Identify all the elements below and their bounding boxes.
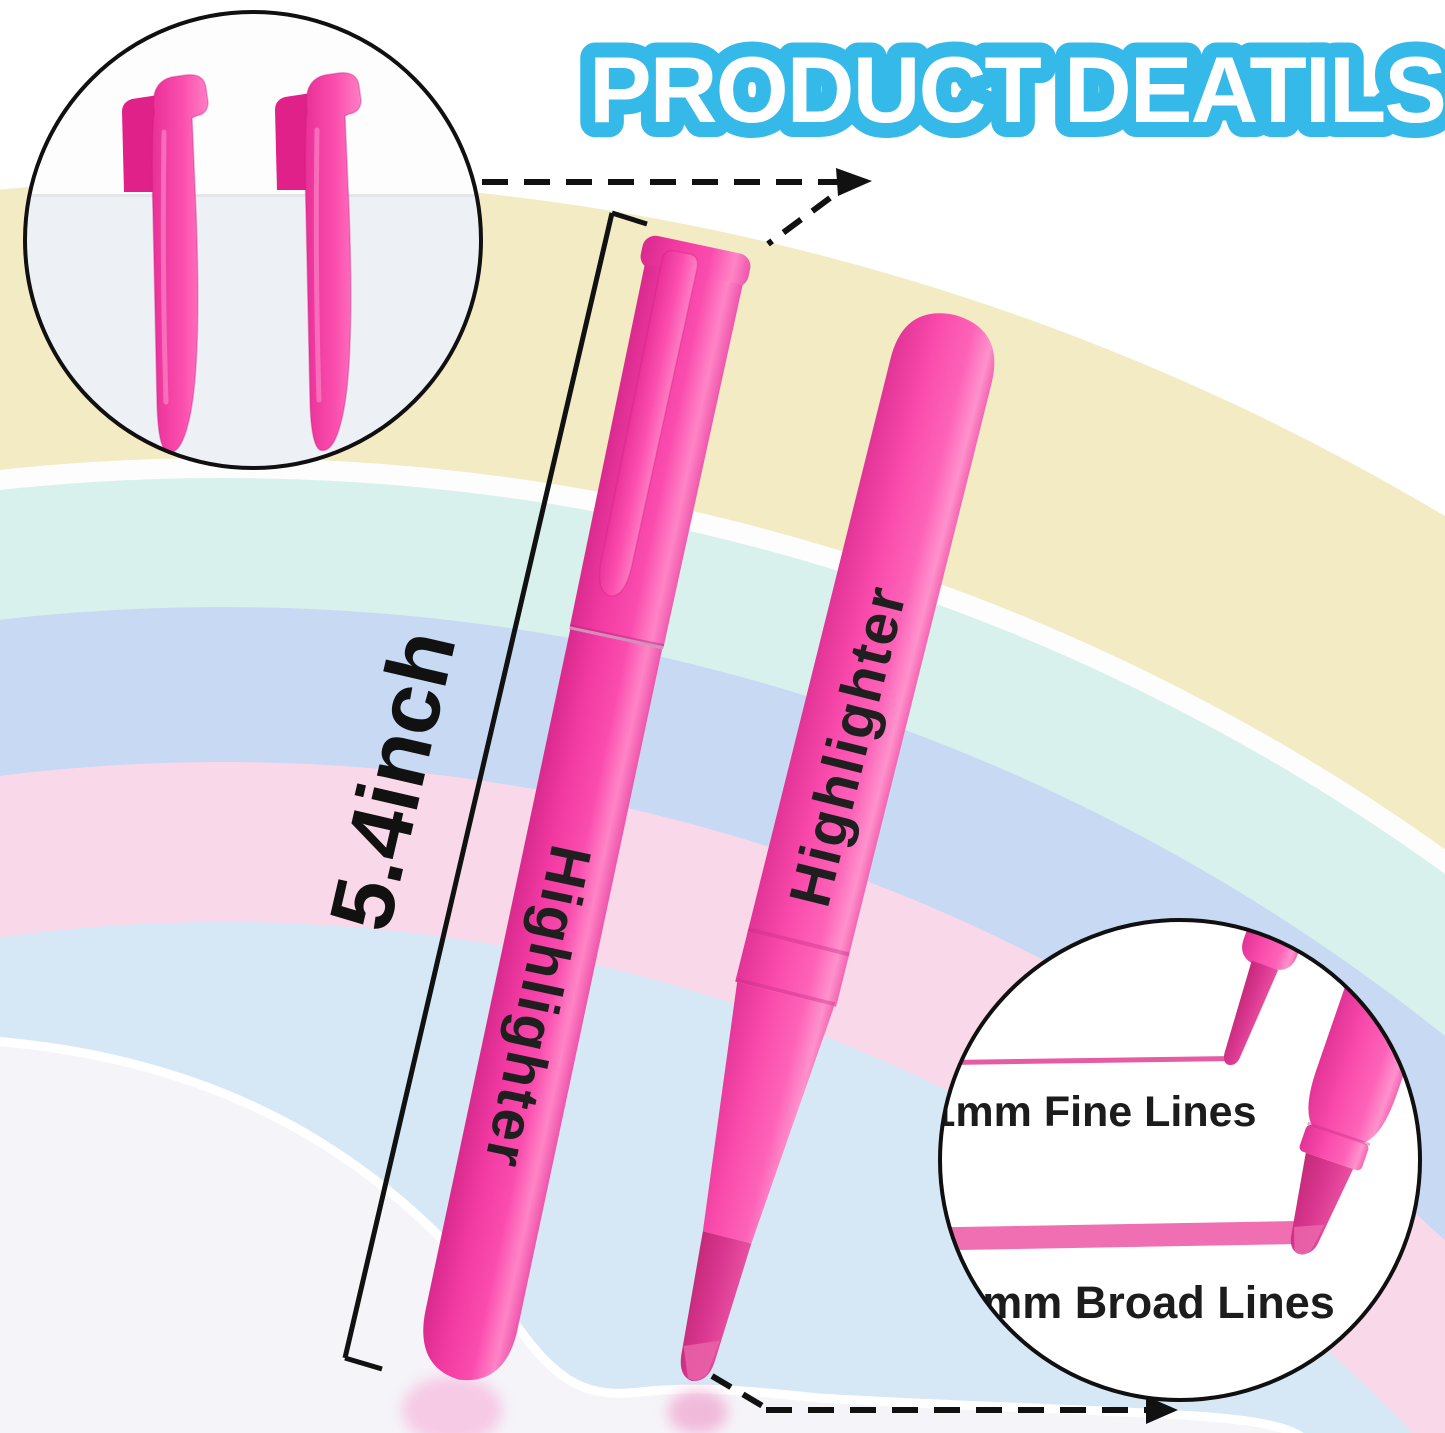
callout-bottom-diagonal xyxy=(710,1373,768,1411)
broad-pen-tip-face xyxy=(1294,1224,1325,1255)
arrowhead-icon xyxy=(1146,1396,1178,1424)
pen2-chisel-tip xyxy=(680,1231,752,1382)
fine-pen-chisel xyxy=(1223,960,1279,1065)
dimension-tick-top xyxy=(611,210,648,227)
pen1-seam xyxy=(569,624,665,650)
fine-line-label: 1mm Fine Lines xyxy=(932,1088,1257,1136)
tips-circle-bg xyxy=(940,920,1420,1400)
reflection-pen2 xyxy=(668,1390,728,1433)
pen2-collar-seam-top xyxy=(747,927,850,957)
pen1-body xyxy=(423,629,663,1381)
broad-pen-collar xyxy=(1299,1125,1369,1171)
foreground-lavender xyxy=(0,1037,1304,1433)
callout-dashed-line-bottom xyxy=(710,1373,1178,1424)
pen1-cap-clip xyxy=(598,249,699,597)
dimension-line xyxy=(342,210,648,1372)
broad-pen-seam xyxy=(1307,1121,1371,1147)
pen2-collar-seam-bottom xyxy=(737,978,836,1007)
callout-top-diagonal xyxy=(766,195,832,247)
reflection-pen1 xyxy=(402,1376,502,1433)
page-title: PRODUCT DEATILS xyxy=(589,37,1445,142)
pen2-barrel xyxy=(747,313,995,957)
dimension-tick-bottom xyxy=(344,1355,383,1372)
pen2-tip-face xyxy=(683,1340,720,1381)
pen-reflections xyxy=(402,1376,728,1433)
tips-circle-border xyxy=(938,918,1422,1402)
broad-line-swatch xyxy=(946,1220,1312,1251)
pen2-cone xyxy=(702,982,835,1244)
fine-line-swatch xyxy=(947,1055,1237,1065)
caps-circle-edge-line xyxy=(25,194,481,197)
arrowhead-icon xyxy=(836,168,872,196)
caps-circle-border xyxy=(23,10,483,470)
pen2-collar xyxy=(735,929,850,1007)
broad-line-label: 4mm Broad Lines xyxy=(957,1277,1335,1328)
dimension-main-line xyxy=(342,212,615,1359)
callout-dashed-line-top xyxy=(482,168,872,247)
